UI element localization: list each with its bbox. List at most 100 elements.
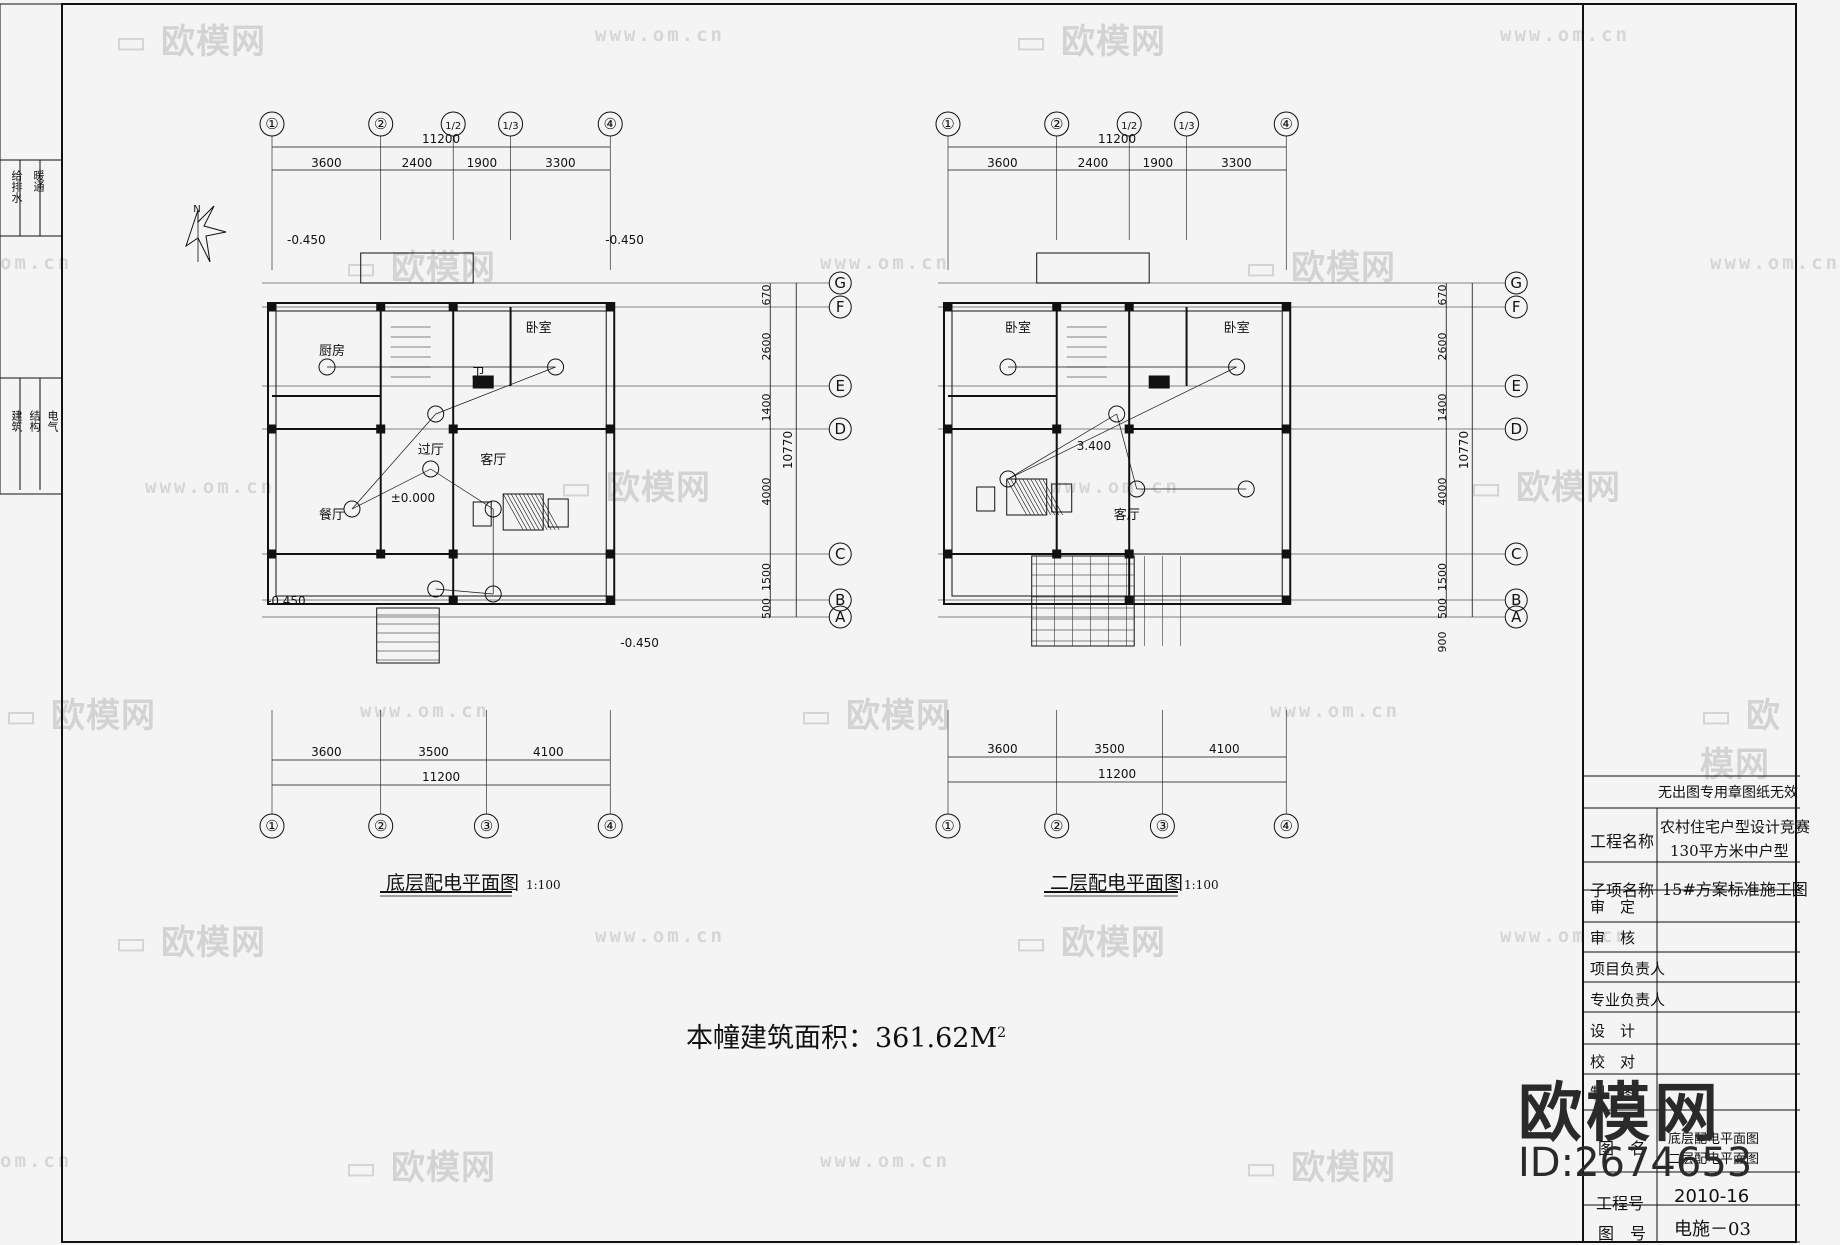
brand-watermark: ▭ 欧模网 bbox=[800, 696, 951, 736]
wiring-line bbox=[1007, 366, 1237, 480]
project-label: 工程名称 bbox=[1590, 832, 1655, 851]
url-watermark: www.om.cn bbox=[595, 925, 725, 947]
north-label: N bbox=[193, 204, 200, 215]
rug-hatch bbox=[1038, 478, 1059, 516]
axis-label: ③ bbox=[480, 817, 493, 835]
room-label: 餐厅 bbox=[319, 507, 345, 523]
axis-label: ① bbox=[265, 115, 278, 133]
left-strip-label-4: 结构 bbox=[28, 410, 41, 432]
rug-hatch bbox=[1018, 478, 1039, 516]
role-label: 专业负责人 bbox=[1590, 991, 1666, 1009]
brand-watermark: ▭ 欧模网 bbox=[1245, 248, 1396, 288]
url-watermark: www.om.cn bbox=[1500, 24, 1630, 46]
distribution-box bbox=[1148, 375, 1170, 389]
brand-watermark: ▭ 欧模网 bbox=[345, 1148, 496, 1188]
axis-label: ③ bbox=[1156, 817, 1169, 835]
row-axis-label: A bbox=[835, 608, 846, 626]
light-fixture bbox=[422, 460, 440, 478]
dim-value-vertical: 670 bbox=[1436, 285, 1449, 306]
rug-hatch bbox=[1026, 478, 1047, 516]
left-strip bbox=[0, 3, 63, 495]
building-area-unit-sup: 2 bbox=[997, 1025, 1007, 1041]
rug-hatch bbox=[1006, 478, 1027, 516]
sofa bbox=[1051, 483, 1073, 513]
column bbox=[376, 424, 386, 434]
brand-watermark: ▭ 欧模网 bbox=[1700, 696, 1781, 785]
light-fixture bbox=[427, 580, 445, 598]
url-watermark: www.om.cn bbox=[1050, 476, 1180, 498]
project-no: 2010-16 bbox=[1674, 1186, 1750, 1207]
axis-label: ② bbox=[374, 115, 387, 133]
axis-label: ④ bbox=[1280, 115, 1293, 133]
column bbox=[1124, 595, 1134, 605]
column bbox=[943, 549, 953, 559]
brand-watermark: ▭ 欧模网 bbox=[1245, 1148, 1396, 1188]
rug-hatch bbox=[522, 493, 544, 531]
brand-watermark: ▭ 欧模网 bbox=[1015, 22, 1166, 62]
column bbox=[448, 302, 458, 312]
row-axis-label: B bbox=[835, 591, 845, 609]
axis-label: ① bbox=[941, 817, 954, 835]
project-name-2: 130平方米中户型 bbox=[1670, 842, 1789, 860]
rug-hatch bbox=[1030, 478, 1051, 516]
dim-value-vertical: 1500 bbox=[1436, 563, 1449, 591]
drawing-name-1: 底层配电平面图 bbox=[1668, 1132, 1760, 1147]
column bbox=[1124, 302, 1134, 312]
light-fixture bbox=[427, 405, 445, 423]
stamp-note: 无出图专用章图纸无效 bbox=[1658, 785, 1798, 801]
axis-label: 1/2 bbox=[445, 121, 461, 132]
dim-value-vertical: 900 bbox=[1436, 632, 1449, 653]
north-arrow-icon bbox=[185, 205, 227, 263]
url-watermark: om.cn bbox=[0, 1150, 73, 1172]
column bbox=[1281, 595, 1291, 605]
row-axis-label: E bbox=[1511, 377, 1520, 395]
dim-total-vertical: 10770 bbox=[781, 431, 795, 469]
dim-value-vertical: 2600 bbox=[1436, 333, 1449, 361]
role-label: 项目负责人 bbox=[1590, 960, 1666, 978]
column bbox=[448, 549, 458, 559]
rug bbox=[502, 493, 544, 531]
column bbox=[943, 302, 953, 312]
watermark-id: ID:2674653 bbox=[1518, 1140, 1753, 1186]
rug-hatch bbox=[506, 493, 528, 531]
rug-hatch bbox=[1022, 478, 1043, 516]
url-watermark: www.om.cn bbox=[1270, 700, 1400, 722]
drawing-no-label: 图 号 bbox=[1598, 1224, 1647, 1243]
column bbox=[605, 595, 615, 605]
level-mark: ±0.000 bbox=[391, 491, 435, 505]
dim-total: 11200 bbox=[1098, 132, 1136, 146]
wiring-line bbox=[1007, 413, 1117, 480]
brand-watermark: ▭ 欧模网 bbox=[115, 22, 266, 62]
column bbox=[1052, 424, 1062, 434]
left-strip-label-5: 电气 bbox=[46, 410, 59, 432]
light-fixture bbox=[343, 500, 361, 518]
dim-value-vertical: 2600 bbox=[760, 333, 773, 361]
wiring-line bbox=[1116, 413, 1138, 490]
brand-watermark: ▭ 欧模网 bbox=[5, 696, 156, 736]
rug-hatch bbox=[1010, 478, 1031, 516]
drawing-no: 电施－03 bbox=[1674, 1219, 1751, 1240]
sofa bbox=[976, 486, 996, 512]
column bbox=[1124, 549, 1134, 559]
left-strip-label-3: 建筑 bbox=[10, 410, 23, 432]
dim-total: 11200 bbox=[422, 132, 460, 146]
role-label: 设 计 bbox=[1590, 1022, 1636, 1040]
drawing-name-label: 图 名 bbox=[1598, 1139, 1647, 1158]
outer-wall bbox=[943, 302, 1292, 605]
row-axis-label: A bbox=[1511, 608, 1522, 626]
dim-value: 3600 bbox=[311, 745, 342, 759]
building-area: 本幢建筑面积：361.62M2 bbox=[686, 1016, 1006, 1055]
rug-hatch bbox=[1014, 478, 1035, 516]
wiring-line bbox=[435, 588, 494, 595]
role-label: 制 图 bbox=[1590, 1084, 1636, 1102]
axis-label: 1/3 bbox=[503, 121, 519, 132]
rug-hatch bbox=[518, 493, 540, 531]
rug-hatch bbox=[514, 493, 536, 531]
column bbox=[1052, 549, 1062, 559]
dim-value-vertical: 1400 bbox=[1436, 394, 1449, 422]
brand-watermark: ▭ 欧模网 bbox=[115, 923, 266, 963]
dim-total: 11200 bbox=[422, 770, 460, 784]
axis-label: ④ bbox=[604, 115, 617, 133]
dim-value: 2400 bbox=[1078, 156, 1109, 170]
